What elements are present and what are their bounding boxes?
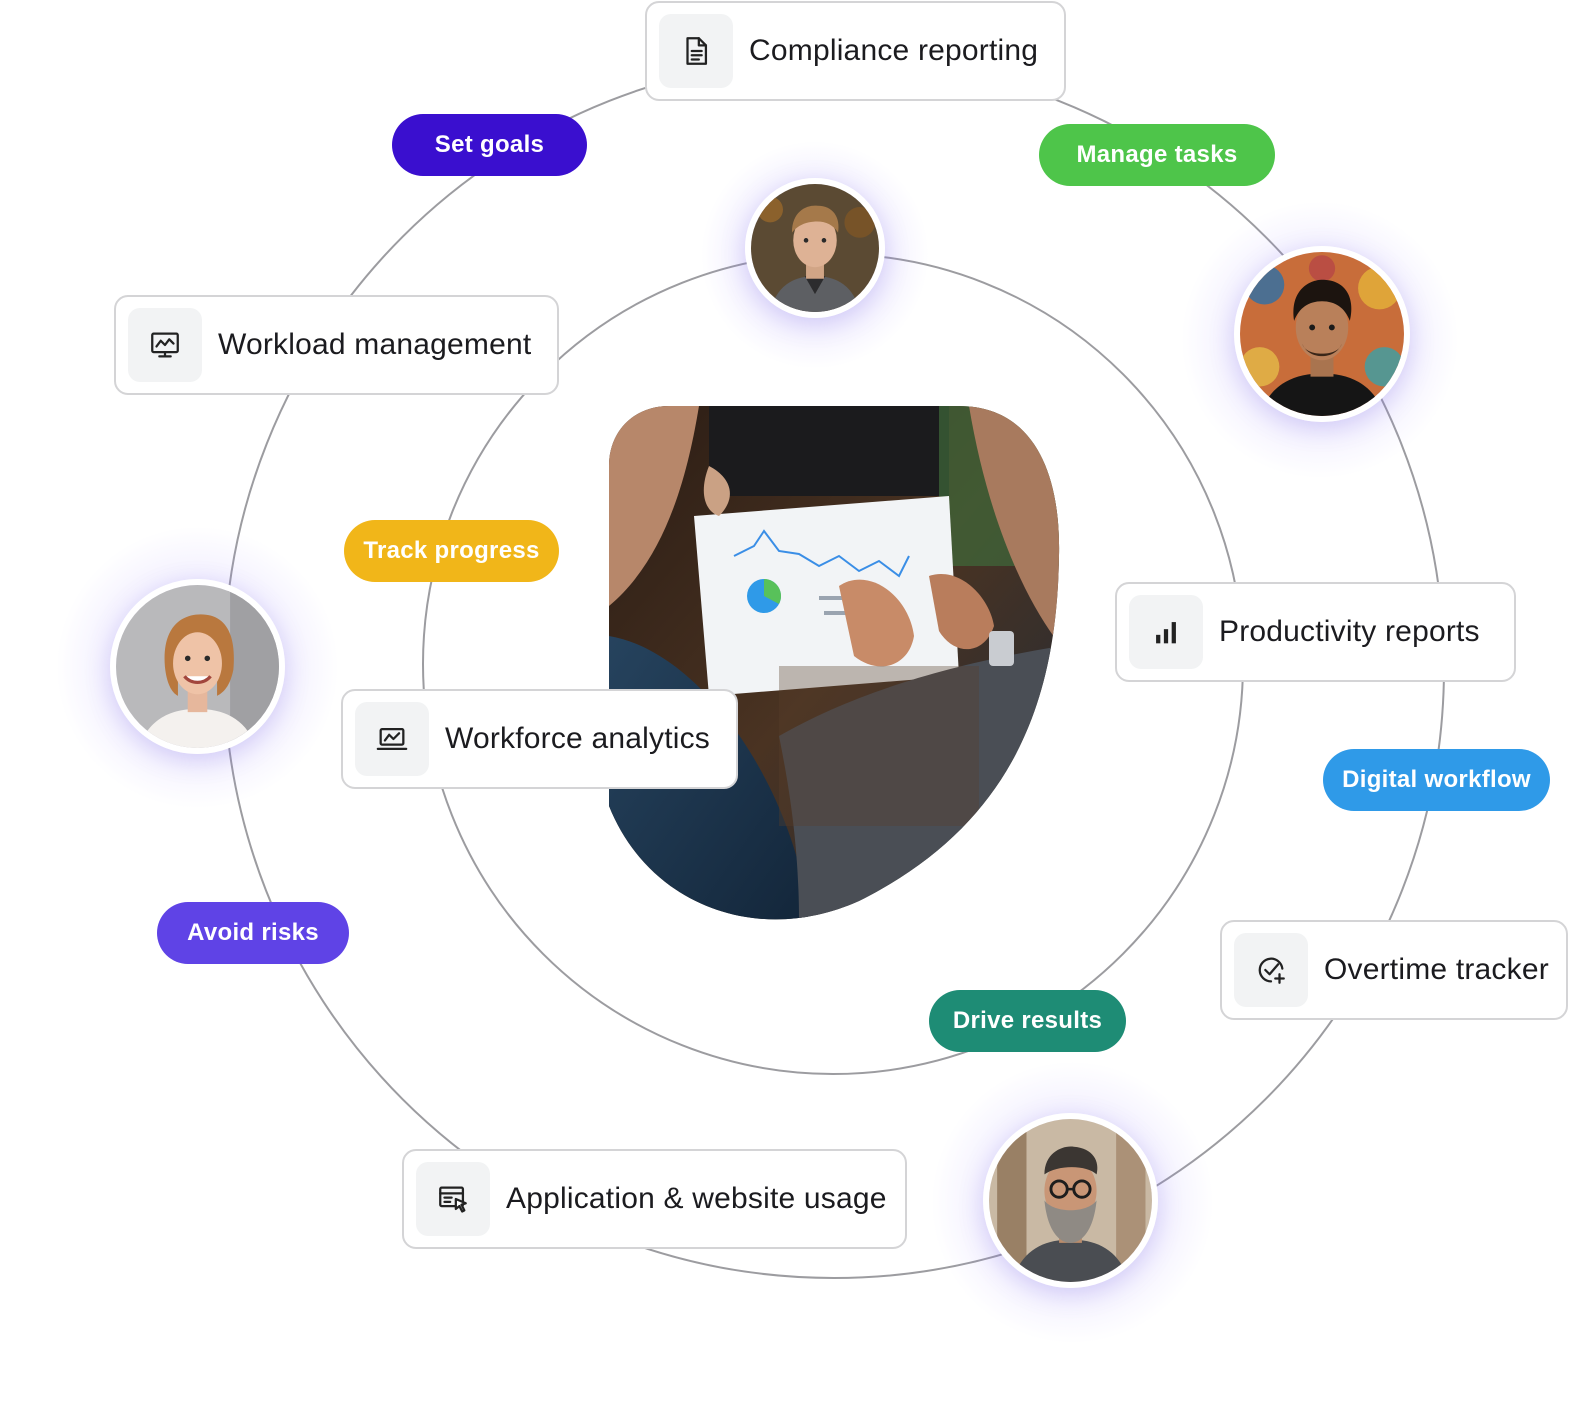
- set-goals-pill: Set goals: [392, 114, 587, 176]
- overtime-tracker-card[interactable]: Overtime tracker: [1220, 920, 1568, 1020]
- avatar-man-dark-hair-right: [1234, 246, 1410, 422]
- card-label: Workforce analytics: [445, 722, 710, 755]
- card-label: Compliance reporting: [749, 34, 1039, 67]
- compliance-reporting-card[interactable]: Compliance reporting: [645, 1, 1066, 101]
- track-progress-pill: Track progress: [344, 520, 559, 582]
- card-label: Overtime tracker: [1324, 953, 1549, 986]
- digital-workflow-pill: Digital workflow: [1323, 749, 1550, 811]
- avatar-man-blond-top: [745, 178, 885, 318]
- team-reviewing-report-photo: [609, 406, 1060, 920]
- avoid-risks-pill: Avoid risks: [157, 902, 349, 964]
- bar-chart-icon: [1129, 595, 1203, 669]
- productivity-reports-card[interactable]: Productivity reports: [1115, 582, 1516, 682]
- avatar-woman-left: [110, 579, 285, 754]
- laptop-chart-icon: [355, 702, 429, 776]
- monitor-chart-icon: [128, 308, 202, 382]
- card-label: Workload management: [218, 328, 532, 361]
- workforce-analytics-card[interactable]: Workforce analytics: [341, 689, 738, 789]
- drive-results-pill: Drive results: [929, 990, 1126, 1052]
- avatar-man-beard-glasses-bottom: [983, 1113, 1158, 1288]
- card-label: Application & website usage: [506, 1182, 887, 1215]
- manage-tasks-pill: Manage tasks: [1039, 124, 1275, 186]
- workload-management-card[interactable]: Workload management: [114, 295, 559, 395]
- application-website-usage-card[interactable]: Application & website usage: [402, 1149, 907, 1249]
- check-clock-plus-icon: [1234, 933, 1308, 1007]
- document-icon: [659, 14, 733, 88]
- browser-cursor-icon: [416, 1162, 490, 1236]
- card-label: Productivity reports: [1219, 615, 1480, 648]
